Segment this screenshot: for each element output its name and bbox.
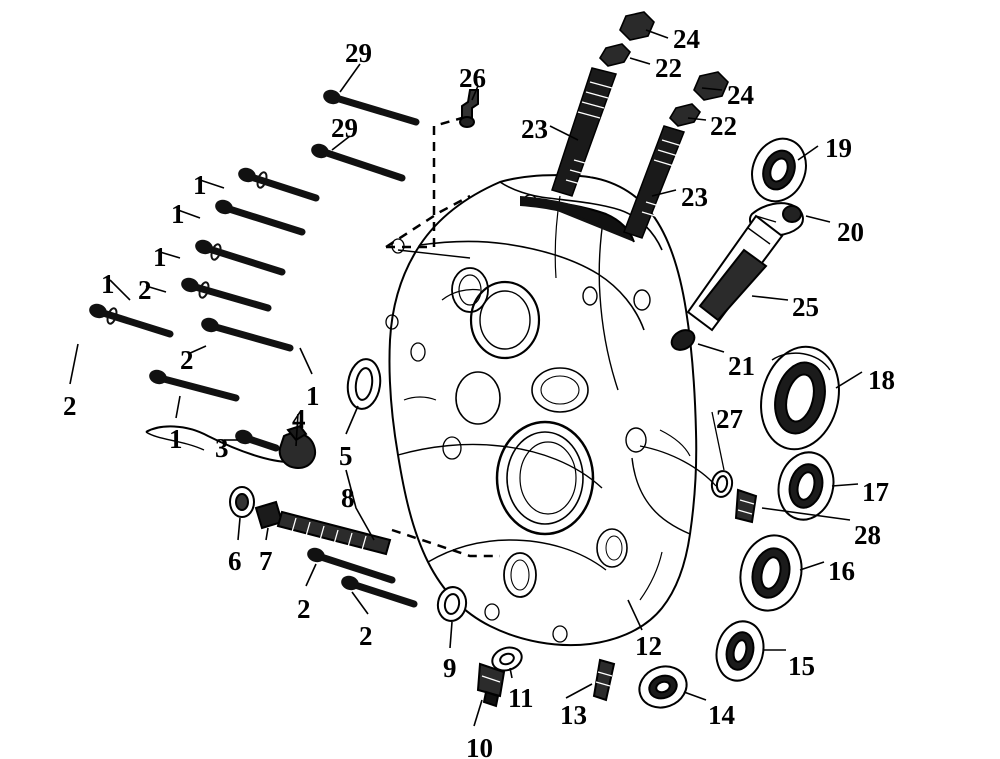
part-27-28: [639, 411, 758, 524]
callout-22-b: 22: [710, 111, 737, 141]
callout-29-b: 29: [331, 113, 358, 143]
callout-2-e: 2: [359, 621, 373, 651]
callout-6: 6: [228, 546, 242, 576]
callout-12: 12: [635, 631, 662, 661]
callout-1-d: 1: [101, 269, 115, 299]
crankcase-body: [385, 174, 698, 647]
bearing-18: [760, 345, 840, 451]
callout-leaders: [69, 29, 863, 727]
callout-20: 20: [837, 217, 864, 247]
callout-15: 15: [788, 651, 815, 681]
callout-2-d: 2: [297, 594, 311, 624]
callout-2-c: 2: [63, 391, 77, 421]
callout-7: 7: [259, 546, 273, 576]
callout-29-a: 29: [345, 38, 372, 68]
callout-8: 8: [341, 483, 355, 513]
callout-1-f: 1: [169, 424, 183, 454]
callout-25: 25: [792, 292, 819, 322]
callout-5: 5: [339, 441, 353, 471]
bearing-19: [751, 137, 807, 203]
callout-19: 19: [825, 133, 852, 163]
part-10: [476, 662, 506, 708]
callout-21: 21: [728, 351, 755, 381]
seal-5: [346, 358, 382, 410]
callout-28: 28: [854, 520, 881, 550]
callout-16: 16: [828, 556, 855, 586]
callout-1-a: 1: [193, 170, 207, 200]
callout-24-b: 24: [727, 80, 754, 110]
callout-27: 27: [716, 404, 743, 434]
callout-17: 17: [862, 477, 889, 507]
part-25-dipstick: [670, 214, 784, 351]
part-26: [459, 89, 479, 128]
dashed-leaders: [385, 116, 500, 558]
stud-group-23: [551, 67, 685, 239]
callout-18: 18: [868, 365, 895, 395]
seal-14: [638, 665, 688, 709]
callout-2-b: 2: [180, 345, 194, 375]
callout-2-a: 2: [138, 275, 152, 305]
callout-13: 13: [560, 700, 587, 730]
callout-23-b: 23: [681, 182, 708, 212]
bearing-15: [715, 620, 765, 682]
callout-9: 9: [443, 653, 457, 683]
part-6-7-8: [229, 486, 392, 556]
callout-23-a: 23: [521, 114, 548, 144]
callout-24-a: 24: [673, 24, 700, 54]
bearing-17: [777, 451, 835, 521]
nut-group-24-22: [598, 11, 729, 127]
callout-10: 10: [466, 733, 493, 759]
part-3-4: [145, 424, 316, 470]
bearing-16: [739, 534, 803, 612]
callout-26: 26: [459, 63, 486, 93]
callout-11: 11: [508, 683, 534, 713]
seal-9: [436, 586, 468, 622]
bolt-group-left: [89, 167, 418, 608]
solid-thin-leaders: [397, 249, 471, 259]
callout-22-a: 22: [655, 53, 682, 83]
callout-1-b: 1: [171, 199, 185, 229]
callout-1-e: 1: [306, 381, 320, 411]
callout-4: 4: [292, 404, 306, 434]
callout-3: 3: [215, 433, 229, 463]
bolt-group-29: [311, 89, 420, 182]
callout-1-c: 1: [153, 242, 167, 272]
callout-14: 14: [708, 700, 735, 730]
part-13: [592, 658, 616, 702]
